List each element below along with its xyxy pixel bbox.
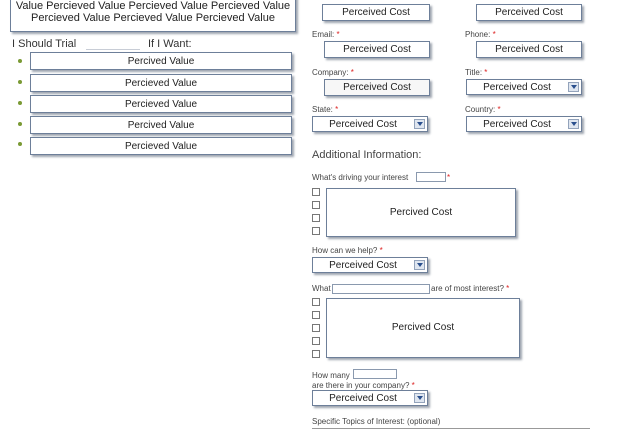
- phone-label: Phone: *: [465, 30, 496, 39]
- chevron-down-icon[interactable]: [568, 82, 579, 92]
- value-proposition-line-1: Value Percieved Value Percieved Value Pe…: [15, 0, 291, 12]
- email-field[interactable]: Perceived Cost: [324, 41, 430, 58]
- chevron-down-icon[interactable]: [414, 260, 425, 270]
- value-item-2: Percieved Value: [30, 74, 292, 92]
- interest-checkbox-4[interactable]: [312, 337, 320, 345]
- driving-interest-box: Percived Cost: [326, 188, 516, 237]
- how-many-label-line2: are there in your company? *: [312, 381, 415, 390]
- last-name-input[interactable]: Perceived Cost: [476, 4, 582, 21]
- additional-info-heading: Additional Information:: [312, 149, 422, 161]
- title-label: Title: *: [465, 68, 488, 77]
- value-item-5: Percieved Value: [30, 137, 292, 155]
- trial-blank-line: [86, 49, 140, 50]
- bullet-dot: [18, 101, 22, 105]
- state-select[interactable]: Perceived Cost: [312, 116, 428, 132]
- how-many-select[interactable]: Perceived Cost: [312, 390, 428, 406]
- interest-box: Percived Cost: [326, 298, 520, 358]
- interest-checkbox-1[interactable]: [312, 298, 320, 306]
- phone-field[interactable]: Perceived Cost: [476, 41, 582, 58]
- driving-checkbox-4[interactable]: [312, 227, 320, 235]
- state-select-value: Perceived Cost: [329, 119, 397, 130]
- how-many-select-value: Perceived Cost: [329, 393, 397, 404]
- interest-checkbox-3[interactable]: [312, 324, 320, 332]
- value-proposition-line-2: Percieved Value Percieved Value Percieve…: [31, 12, 275, 24]
- trial-heading-prefix: I Should Trial: [12, 38, 77, 50]
- value-proposition-box: Value Percieved Value Percieved Value Pe…: [10, 0, 296, 32]
- value-item-3: Percieved Value: [30, 95, 292, 113]
- driving-interest-label: What's driving your interest: [312, 173, 409, 182]
- company-field[interactable]: Perceived Cost: [324, 79, 430, 96]
- email-label: Email: *: [312, 30, 340, 39]
- driving-interest-inline-input[interactable]: [416, 172, 446, 182]
- state-label: State: *: [312, 105, 339, 114]
- driving-checkbox-2[interactable]: [312, 201, 320, 209]
- country-select-value: Perceived Cost: [483, 119, 551, 130]
- topics-label: Specific Topics of Interest: (optional): [312, 417, 441, 426]
- company-label: Company: *: [312, 68, 354, 77]
- chevron-down-icon[interactable]: [414, 393, 425, 403]
- help-select-value: Perceived Cost: [329, 260, 397, 271]
- help-label: How can we help? *: [312, 246, 383, 255]
- interest-label-end: are of most interest? *: [431, 284, 510, 293]
- value-item-1: Percived Value: [30, 52, 292, 70]
- trial-heading-suffix: If I Want:: [148, 38, 192, 50]
- driving-checkbox-3[interactable]: [312, 214, 320, 222]
- interest-checkbox-2[interactable]: [312, 311, 320, 319]
- interest-checkbox-5[interactable]: [312, 350, 320, 358]
- country-select[interactable]: Perceived Cost: [466, 116, 582, 132]
- chevron-down-icon[interactable]: [568, 119, 579, 129]
- bullet-dot: [18, 122, 22, 126]
- title-select[interactable]: Perceived Cost: [466, 79, 582, 95]
- driving-required-mark: *: [447, 173, 451, 182]
- chevron-down-icon[interactable]: [414, 119, 425, 129]
- interest-inline-input[interactable]: [332, 284, 430, 294]
- value-item-4: Percived Value: [30, 116, 292, 134]
- bullet-dot: [18, 59, 22, 63]
- driving-checkbox-1[interactable]: [312, 188, 320, 196]
- title-select-value: Perceived Cost: [483, 82, 551, 93]
- country-label: Country: *: [465, 105, 501, 114]
- bullet-dot: [18, 142, 22, 146]
- interest-label-start: What: [312, 284, 331, 293]
- help-select[interactable]: Perceived Cost: [312, 257, 428, 273]
- how-many-label: How many: [312, 371, 350, 380]
- divider: [312, 428, 590, 429]
- how-many-inline-input[interactable]: [353, 369, 397, 379]
- bullet-dot: [18, 80, 22, 84]
- first-name-input[interactable]: Perceived Cost: [322, 4, 430, 21]
